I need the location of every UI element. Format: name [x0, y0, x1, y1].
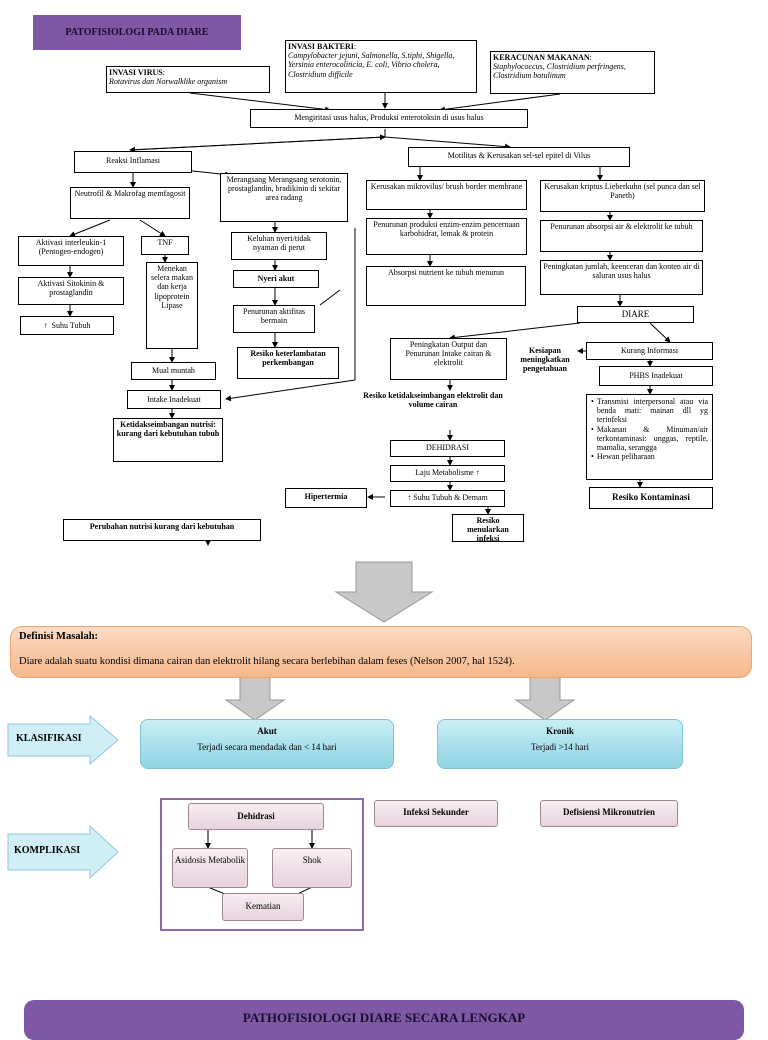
kerusakan-mikrovilus-text: Kerusakan mikrovilus/ brush border membr… — [370, 182, 523, 191]
page-title: PATOFISIOLOGI PADA DIARE — [33, 15, 241, 50]
definition-text: Diare adalah suatu kondisi dimana cairan… — [19, 656, 515, 667]
suhu-tubuh-text: Suhu Tubuh — [51, 321, 91, 330]
penurunan-aktifitas-box: Penurunan aktifitas bermain — [233, 305, 315, 333]
motilitas-box: Motilitas & Kerusakan sel-sel epitel di … — [408, 147, 630, 167]
penurunan-enzim-box: Penurunan produksi enzim-enzim pencernaa… — [366, 218, 527, 255]
suhu-demam-box: ↑ Suhu Tubuh & Demam — [390, 490, 505, 507]
penurunan-absorpsi-box: Penurunan absorpsi air & elektrolit ke t… — [540, 220, 703, 252]
absorpsi-nutrient-box: Absorpsi nutrient ke tubuh menurun — [366, 266, 526, 306]
poison-title: KERACUNAN MAKANAN — [493, 53, 590, 62]
footer-banner: PATHOFISIOLOGI DIARE SECARA LENGKAP — [24, 1000, 744, 1040]
poison-text: Staphylococcus, Clostridium perfringens,… — [493, 62, 626, 81]
kerusakan-kriptus-box: Kerusakan kriptus Lieberkuhn (sel punca … — [540, 180, 705, 212]
resiko-kontaminasi-box: Resiko Kontaminasi — [589, 487, 713, 509]
kematian-box: Kematian — [222, 893, 304, 921]
virus-cause-box: INVASI VIRUS: Rotavirus dan Norwalklike … — [106, 66, 270, 93]
komplikasi-frame — [160, 798, 364, 931]
definition-panel: Definisi Masalah: Diare adalah suatu kon… — [10, 626, 752, 678]
akut-panel: Akut Terjadi secara mendadak dan < 14 ha… — [140, 719, 394, 769]
nyeri-akut-box: Nyeri akut — [233, 270, 319, 288]
shok-box: Shok — [272, 848, 352, 888]
kronik-panel: Kronik Terjadi >14 hari — [437, 719, 683, 769]
definition-heading: Definisi Masalah: — [19, 631, 99, 642]
dehidrasi-komplikasi-box: Dehidrasi — [188, 803, 324, 830]
resiko-elektrolit-label: Resiko ketidakseimbangan elektrolit dan … — [363, 391, 503, 410]
infeksi-sekunder-box: Infeksi Sekunder — [374, 800, 498, 827]
tnf-box: TNF — [141, 236, 189, 255]
aktivasi-sitokinin-box: Aktivasi Sitokinin & prostaglandin — [18, 277, 124, 305]
reaksi-inflamasi-box: Reaksi Inflamasi — [74, 151, 192, 173]
kurang-informasi-box: Kurang Informasi — [586, 342, 713, 360]
kronik-title: Kronik — [546, 726, 574, 736]
asidosis-box: Asidosis Metabolik — [172, 848, 248, 888]
defisiensi-box: Defisiensi Mikronutrien — [540, 800, 678, 827]
mual-muntah-box: Mual muntah — [131, 362, 216, 380]
arrow-up-icon: ↑ — [475, 468, 480, 477]
bullet-box: •Transmisi interpersonal atau via benda … — [586, 394, 713, 480]
laju-metabolisme-box: Laju Metabolisme ↑ — [390, 465, 505, 482]
laju-text: Laju Metabolisme — [415, 468, 474, 477]
klasifikasi-label: KLASIFIKASI — [16, 733, 82, 744]
bacteria-text: Campylobacter jejuni, Salmonella, S.tiph… — [288, 51, 455, 79]
phbs-box: PHBS Inadekuat — [599, 366, 713, 386]
intake-box: Intake Inadekuat — [127, 390, 221, 409]
hipertermia-box: Hipertermia — [285, 488, 367, 508]
suhu-tubuh-box: ↑ Suhu Tubuh — [20, 316, 114, 335]
kerusakan-mikrovilus-box: Kerusakan mikrovilus/ brush border membr… — [366, 180, 527, 210]
dehidrasi-flow-box: DEHIDRASI — [390, 440, 505, 457]
bacteria-cause-box: INVASI BAKTERI: Campylobacter jejuni, Sa… — [285, 40, 477, 93]
peningkatan-output-box: Peningkatan Output dan Penurunan Intake … — [390, 338, 507, 380]
kesiapan-label: Kesiapan meningkatkan pengetahuan — [520, 346, 570, 374]
bullet-item-3: •Hewan peliharaan — [591, 452, 655, 462]
resiko-keterlambatan-box: Resiko keterlambatan perkembangan — [237, 347, 339, 379]
aktivasi-interleukin-box: Aktivasi interleukin-1 (Pentogen-endogen… — [18, 236, 124, 266]
bacteria-title: INVASI BAKTERI — [288, 42, 354, 51]
perubahan-nutrisi-box: Perubahan nutrisi kurang dari kebutuhan — [63, 519, 261, 541]
merangsang-box: Merangsang Merangsang serotonin, prostag… — [220, 173, 348, 222]
virus-title: INVASI VIRUS — [109, 68, 163, 77]
keluhan-box: Keluhan nyeri/tidak nyaman di perut — [231, 232, 327, 260]
bullet-item-2: •Makanan & Minuman/air terkontaminasi: u… — [591, 424, 708, 452]
arrow-up-icon: ↑ — [43, 321, 48, 330]
arrow-up-icon: ↑ — [407, 493, 412, 502]
akut-title: Akut — [257, 726, 277, 736]
komplikasi-label: KOMPLIKASI — [14, 845, 81, 856]
virus-text: Rotavirus dan Norwalklike organism — [109, 77, 228, 87]
akut-text: Terjadi secara mendadak dan < 14 hari — [197, 742, 337, 752]
iritasi-box: Mengiritasi usus halus, Produksi enterot… — [250, 109, 528, 128]
suhu-demam-text: Suhu Tubuh & Demam — [413, 493, 488, 502]
bullet-item-1: •Transmisi interpersonal atau via benda … — [591, 397, 708, 425]
peningkatan-jumlah-box: Peningkatan jumlah, keenceran dan konten… — [540, 260, 703, 295]
resiko-infeksi-box: Resiko menularkan infeksi — [452, 514, 524, 542]
neutrofil-box: Neutrofil & Makrofag memfagosit — [70, 187, 190, 219]
menekan-box: Menekan selera makan dan kerja lipoprote… — [146, 262, 198, 349]
poison-cause-box: KERACUNAN MAKANAN: Staphylococcus, Clost… — [490, 51, 655, 94]
kronik-text: Terjadi >14 hari — [531, 742, 589, 752]
ketidakseimbangan-nutrisi-box: Ketidakseimbangan nutrisi: kurang dari k… — [113, 418, 223, 462]
diare-box: DIARE — [577, 306, 694, 323]
